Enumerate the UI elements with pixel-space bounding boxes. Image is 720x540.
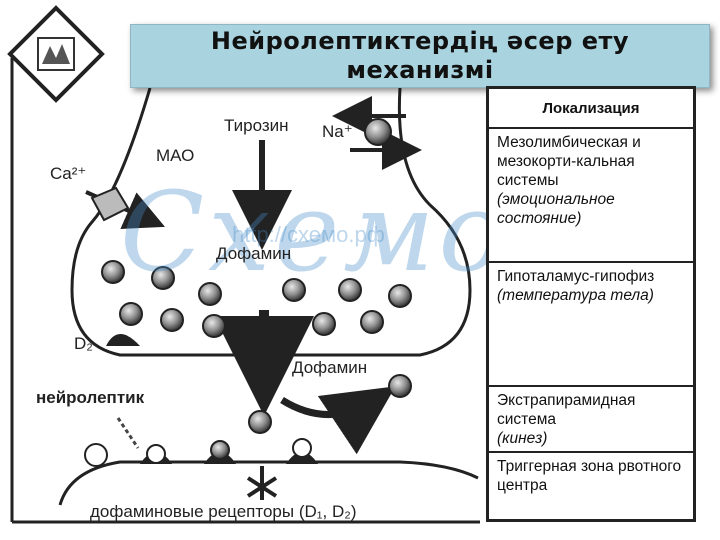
row-note: (кинез) [497, 430, 548, 447]
slide-title: Нейролептиктердің әсер ету механизмі [130, 24, 710, 88]
row-text: Триггерная зона рвотного центра [497, 458, 682, 494]
row-text: Мезолимбическая и мезокорти-кальная сист… [497, 134, 641, 189]
title-line-2: механизмі [346, 56, 494, 84]
vesicle [388, 374, 412, 398]
dopamine-receptors [84, 438, 318, 467]
title-line-1: Нейролептиктердің әсер ету [210, 27, 630, 55]
vesicle [160, 308, 184, 332]
corner-logo [7, 5, 105, 103]
localization-table: Локализация Мезолимбическая и мезокорти-… [486, 86, 696, 522]
page-frame [10, 58, 480, 524]
d2-autoreceptor [106, 334, 140, 346]
receptor-signal-cross-2 [246, 476, 278, 498]
label-mao: МАО [156, 146, 195, 165]
table-header: Локализация [489, 89, 693, 129]
label-na: Na⁺ [322, 122, 353, 141]
receptor-ligand [146, 444, 166, 464]
table-row: Мезолимбическая и мезокорти-кальная сист… [489, 129, 693, 263]
vesicle [198, 282, 222, 306]
row-text: Экстрапирамидная система [497, 392, 636, 428]
table-row: Экстрапирамидная система (кинез) [489, 387, 693, 453]
receptor-ligand [292, 438, 312, 458]
vesicle [388, 284, 412, 308]
label-dopamine-inside: Дофамин [216, 244, 292, 263]
vesicle [360, 310, 384, 334]
release-site [234, 336, 294, 353]
table-row: Триггерная зона рвотного центра [489, 453, 693, 519]
label-receptors: дофаминовые рецепторы (D₁, D₂) [90, 502, 357, 521]
label-dopamine-released: Дофамин [292, 358, 368, 377]
reuptake-arrow [280, 386, 396, 455]
vesicle [312, 312, 336, 336]
vesicle [202, 314, 226, 338]
dopamine-vesicles [101, 260, 412, 434]
vesicle [151, 266, 175, 290]
presynaptic-terminal [70, 87, 472, 357]
label-d2: D₂ [74, 334, 93, 353]
label-tyrosine: Тирозин [224, 116, 289, 135]
receptor-ligand [210, 440, 230, 460]
na-channel [364, 118, 392, 146]
neuroleptic-pointer [116, 417, 140, 449]
vesicle [248, 410, 272, 434]
table-row: Гипоталамус-гипофиз (температура тела) [489, 263, 693, 387]
vesicle [101, 260, 125, 284]
receptor-ligand [84, 443, 108, 467]
row-note: (температура тела) [497, 287, 654, 304]
label-ca: Ca²⁺ [50, 164, 87, 183]
postsynaptic-membrane [58, 460, 479, 506]
row-text: Гипоталамус-гипофиз [497, 268, 655, 285]
ca-channel [90, 186, 130, 222]
vesicle [338, 278, 362, 302]
vesicle [282, 278, 306, 302]
vesicle [119, 302, 143, 326]
row-note: (эмоциональное состояние) [497, 191, 615, 227]
label-neuroleptic: нейролептик [36, 388, 145, 407]
